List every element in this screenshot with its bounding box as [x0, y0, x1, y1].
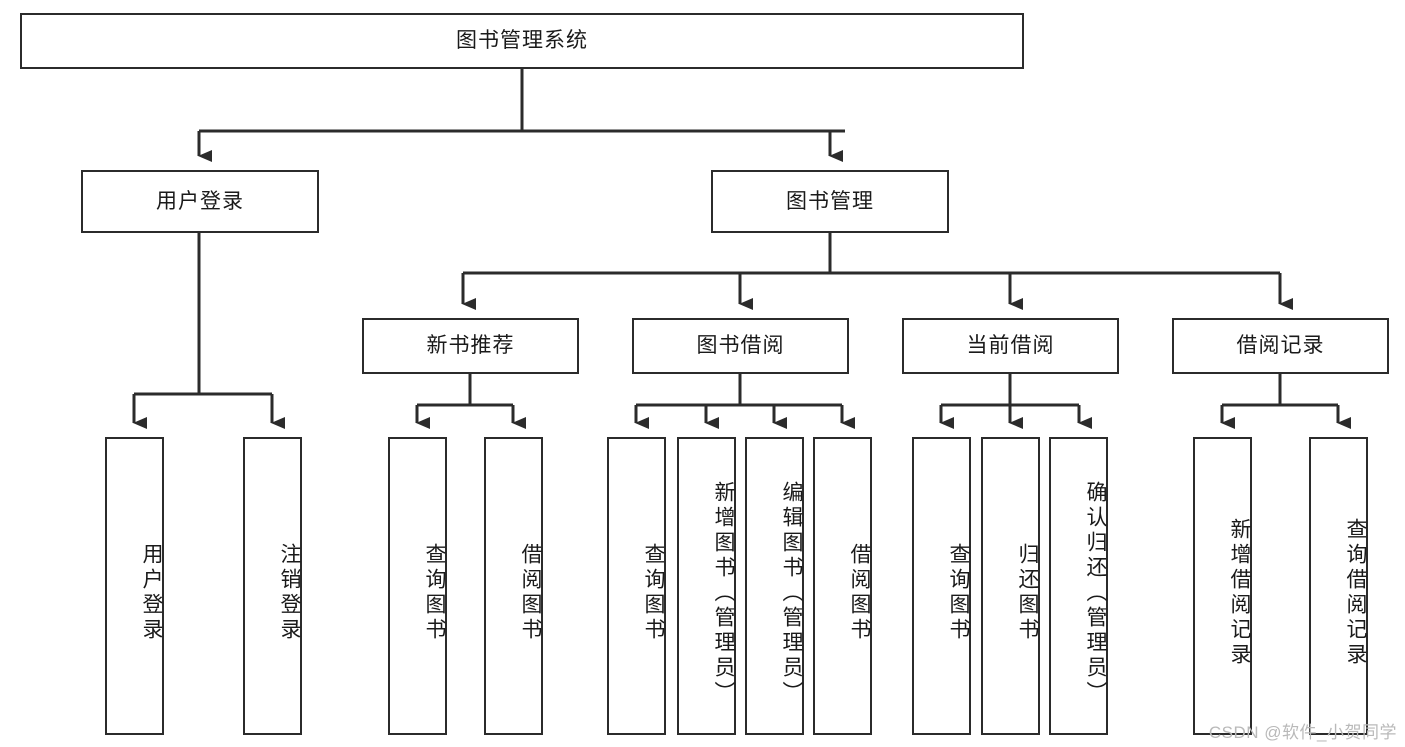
node-label: 当前借阅 — [966, 334, 1055, 358]
node-label: 图书借阅 — [696, 334, 785, 358]
leaf-add-borrow-record[interactable]: 新增借阅记录 — [1193, 437, 1252, 735]
leaf-return-book[interactable]: 归还图书 — [981, 437, 1040, 735]
node-label: 注销登录 — [278, 543, 301, 643]
leaf-edit-book-admin[interactable]: 编辑图书（管理员） — [745, 437, 804, 735]
node-label: 查询图书 — [947, 543, 970, 643]
node-book-borrow[interactable]: 图书借阅 — [632, 318, 849, 374]
node-borrow-record[interactable]: 借阅记录 — [1172, 318, 1389, 374]
leaf-query-book-borrow[interactable]: 查询图书 — [607, 437, 666, 735]
node-user-login[interactable]: 用户登录 — [81, 170, 319, 233]
leaf-borrow-book[interactable]: 借阅图书 — [813, 437, 872, 735]
leaf-logout[interactable]: 注销登录 — [243, 437, 302, 735]
node-label: 图书管理 — [786, 189, 874, 213]
node-current-borrow[interactable]: 当前借阅 — [902, 318, 1119, 374]
node-label: 借阅图书 — [519, 543, 542, 643]
node-label: 借阅图书 — [848, 543, 871, 643]
leaf-query-book-recommend[interactable]: 查询图书 — [388, 437, 447, 735]
node-label: 编辑图书（管理员） — [780, 480, 803, 706]
csdn-watermark: CSDN @软件_小贺同学 — [1208, 723, 1397, 742]
node-label: 新增图书（管理员） — [712, 480, 735, 706]
node-label: 用户登录 — [156, 189, 244, 213]
node-new-book-recommend[interactable]: 新书推荐 — [362, 318, 579, 374]
node-label: 借阅记录 — [1236, 334, 1325, 358]
leaf-confirm-return-admin[interactable]: 确认归还（管理员） — [1049, 437, 1108, 735]
leaf-query-borrow-record[interactable]: 查询借阅记录 — [1309, 437, 1368, 735]
node-label: 查询图书 — [423, 543, 446, 643]
leaf-borrow-book-recommend[interactable]: 借阅图书 — [484, 437, 543, 735]
node-label: 归还图书 — [1016, 543, 1039, 643]
leaf-query-book-current[interactable]: 查询图书 — [912, 437, 971, 735]
node-label: 新增借阅记录 — [1228, 518, 1251, 668]
leaf-add-book-admin[interactable]: 新增图书（管理员） — [677, 437, 736, 735]
node-label: 查询借阅记录 — [1344, 518, 1367, 668]
node-book-management[interactable]: 图书管理 — [711, 170, 949, 233]
node-label: 用户登录 — [140, 543, 163, 643]
node-root-book-management-system[interactable]: 图书管理系统 — [20, 13, 1024, 69]
node-label: 新书推荐 — [426, 334, 515, 358]
leaf-user-login[interactable]: 用户登录 — [105, 437, 164, 735]
node-label: 查询图书 — [642, 543, 665, 643]
node-label: 确认归还（管理员） — [1084, 480, 1107, 706]
node-label: 图书管理系统 — [456, 29, 588, 53]
